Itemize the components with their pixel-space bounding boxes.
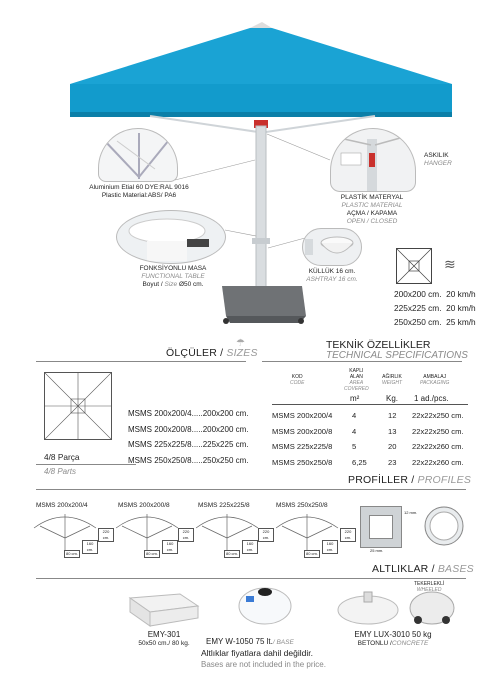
umbrella-small-icon: ☂ [236,338,245,349]
mechanism-detail-image [330,128,416,192]
parca-label: 4/8 Parça [44,452,80,462]
bases-note-tr: Altlıklar fiyatlara dahil değildir. [201,648,313,658]
hanger-label: ASKILIK HANGER [424,152,452,167]
mechanism-text: PLASTİK MATERYAL PLASTIC MATERIAL AÇMA /… [340,194,404,225]
bases-note-en: Bases are not included in the price. [201,660,326,669]
wind-icon: ≋ [444,256,456,272]
profiles-title: PROFİLLER / PROFILES [348,474,472,486]
bases-title: ALTLIKLAR / BASES [372,563,474,575]
bases-images [128,587,455,627]
specs-title-en: TECHNICAL SPECIFICATIONS [326,350,468,361]
sizes-list: MSMS 200x200/4.....200x200 cm. MSMS 200x… [128,409,249,465]
profile-drawings [33,514,339,554]
ashtray-text: KÜLLÜK 16 cm. ASHTRAY 16 cm. [306,268,358,283]
base-emy-w-1050: EMY W-1050 75 lt./ BASE [206,637,294,646]
sizes-title: ÖLÇÜLER / SIZES [166,347,258,359]
umbrella-illustration [70,22,452,324]
profile-tube-image [422,504,466,548]
profile-height-label: 12 mm. [404,510,418,515]
wind-table: 200x200 cm. 20 km/h 225x225 cm. 20 km/h … [394,289,476,327]
ashtray-image [302,228,362,266]
parts-label: 4/8 Parts [44,467,77,476]
base-emy-301: EMY-301 50x50 cm./ 80 kg. [138,630,190,647]
profile-width-label: 25 mm. [370,548,384,553]
functional-table-image [116,210,226,264]
functional-table-text: FONKSİYONLU MASA FUNCTIONAL TABLE Boyut … [139,265,207,288]
profile-cross-section [360,506,402,548]
sizes-diagram [44,372,112,440]
wheeled-label: TEKERLEKLİ WHEELED [414,581,445,593]
umbrella-top-view-icon [396,248,432,284]
frame-material-text: Aluminium Etial 60 DYE:RAL 9016 Plastic … [89,184,189,199]
specs-title: TEKNİK ÖZELLİKLER [326,339,431,351]
base-emy-lux-3010: EMY LUX-3010 50 kg BETONLU /CONCRETE [354,630,432,647]
